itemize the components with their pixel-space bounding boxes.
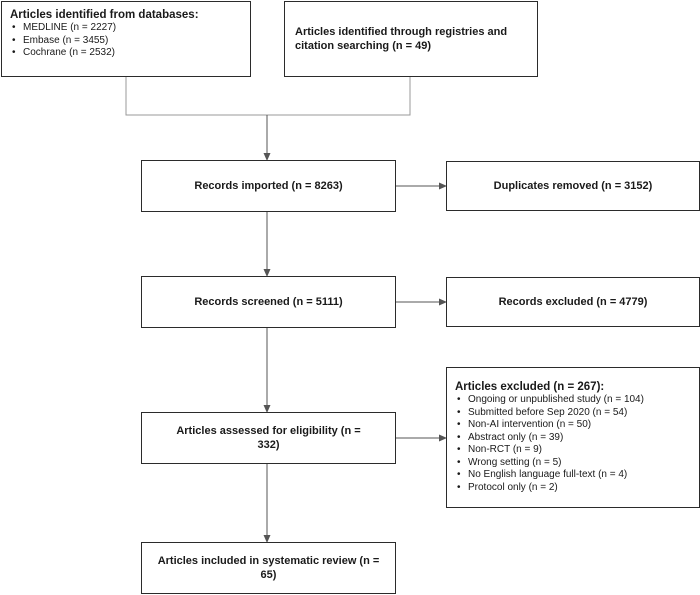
articles-excluded-title: Articles excluded (n = 267):	[455, 381, 605, 393]
duplicates-box: Duplicates removed (n = 3152)	[446, 161, 700, 211]
database-item: Cochrane (n = 2532)	[10, 47, 242, 60]
records-excluded-text: Records excluded (n = 4779)	[498, 296, 648, 308]
articles-excluded-box: Articles excluded (n = 267): Ongoing or …	[446, 367, 700, 508]
database-item: Embase (n = 3455)	[10, 35, 242, 48]
imported-text: Records imported (n = 8263)	[194, 180, 343, 192]
exclusion-reason: Abstract only (n = 39)	[455, 432, 691, 445]
databases-title: Articles identified from databases:	[10, 9, 199, 21]
exclusion-reason: Submitted before Sep 2020 (n = 54)	[455, 407, 691, 420]
screened-text: Records screened (n = 5111)	[194, 296, 343, 308]
databases-list: MEDLINE (n = 2227) Embase (n = 3455) Coc…	[10, 22, 242, 60]
records-excluded-box: Records excluded (n = 4779)	[446, 277, 700, 327]
exclusion-reason: No English language full-text (n = 4)	[455, 469, 691, 482]
registries-text: Articles identified through registries a…	[295, 26, 508, 52]
eligibility-text: Articles assessed for eligibility (n = 3…	[176, 425, 361, 451]
databases-box: Articles identified from databases: MEDL…	[1, 1, 251, 77]
exclusion-reason: Protocol only (n = 2)	[455, 482, 691, 495]
exclusion-reason: Ongoing or unpublished study (n = 104)	[455, 394, 691, 407]
eligibility-box: Articles assessed for eligibility (n = 3…	[141, 412, 396, 464]
database-item: MEDLINE (n = 2227)	[10, 22, 242, 35]
merge-connector	[125, 77, 411, 116]
exclusion-reason: Non-AI intervention (n = 50)	[455, 419, 691, 432]
screened-box: Records screened (n = 5111)	[141, 276, 396, 328]
included-text: Articles included in systematic review (…	[157, 555, 380, 581]
duplicates-text: Duplicates removed (n = 3152)	[493, 180, 653, 192]
exclusion-reason: Non-RCT (n = 9)	[455, 444, 691, 457]
imported-box: Records imported (n = 8263)	[141, 160, 396, 212]
exclusion-reasons-list: Ongoing or unpublished study (n = 104) S…	[455, 394, 691, 494]
exclusion-reason: Wrong setting (n = 5)	[455, 457, 691, 470]
registries-box: Articles identified through registries a…	[284, 1, 538, 77]
included-box: Articles included in systematic review (…	[141, 542, 396, 594]
